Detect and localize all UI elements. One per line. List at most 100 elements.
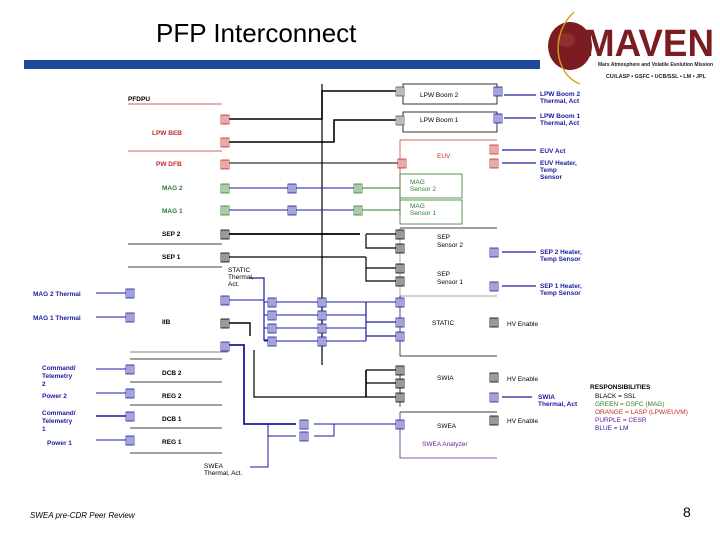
maven-logo: MAVEN Mars Atmosphere and Volatile Evolu… — [548, 11, 714, 85]
connector-icon — [489, 158, 499, 169]
instrument-euv: EUV — [437, 153, 451, 160]
output-sep2-heater: SEP 2 Heater,Temp Sensor — [540, 249, 582, 263]
connector-icon — [489, 281, 499, 292]
instrument-lpw-boom2: LPW Boom 2 — [420, 92, 459, 99]
output-euv-act: EUV Act — [540, 148, 566, 155]
connector-icon — [287, 205, 297, 216]
connector-icon — [220, 183, 230, 194]
connector-icon — [125, 288, 135, 299]
connector-icon — [267, 323, 277, 334]
connector-icon — [489, 144, 499, 155]
left-input-wires — [96, 292, 126, 441]
connector-icon — [220, 114, 230, 125]
board-mag2: MAG 2 — [162, 185, 183, 192]
board-pw-dfb: PW DFB — [156, 161, 182, 168]
board-lpw-beb: LPW BEB — [152, 130, 182, 137]
logo-wordmark: MAVEN — [584, 23, 714, 65]
connector-icon — [489, 372, 499, 383]
board-dcb1: DCB 1 — [162, 416, 182, 423]
orbit-arc-icon — [557, 11, 581, 85]
footer-text: SWEA pre-CDR Peer Review — [30, 511, 135, 520]
input-power-2: Power 2 — [42, 393, 67, 400]
connector-icon — [395, 229, 405, 240]
legend-item-blue: BLUE = LM — [595, 425, 628, 432]
connector-icon — [353, 205, 363, 216]
connector-icon — [299, 419, 309, 430]
connector-icon — [397, 158, 407, 169]
connector-icon — [489, 317, 499, 328]
connector-icon — [125, 388, 135, 399]
legend-item-black: BLACK = SSL — [595, 393, 636, 400]
legend-item-green: GREEN = GSFC (MAG) — [595, 401, 665, 408]
connector-icon — [489, 247, 499, 258]
connector-icon — [220, 252, 230, 263]
connector-icon — [489, 415, 499, 426]
connector-icon — [317, 297, 327, 308]
instrument-swea-analyzer: SWEA Analyzer — [422, 441, 468, 448]
connector-icon — [395, 378, 405, 389]
input-mag2-thermal: MAG 2 Thermal — [33, 291, 81, 298]
page-number: 8 — [683, 504, 691, 520]
board-sep1: SEP 1 — [162, 254, 181, 261]
connector-icon — [395, 331, 405, 342]
output-sep1-heater: SEP 1 Heater,Temp Sensor — [540, 283, 582, 297]
board-iib: IIB — [162, 319, 171, 326]
connector-icon — [395, 115, 405, 126]
output-static-hv-enable: HV Enable — [507, 321, 538, 328]
connector-icon — [125, 435, 135, 446]
instrument-lpw-boom1: LPW Boom 1 — [420, 117, 459, 124]
connector-icon — [317, 323, 327, 334]
output-swea-hv-enable: HV Enable — [507, 418, 538, 425]
connector-icon — [125, 411, 135, 422]
connector-icon — [287, 183, 297, 194]
connector-icon — [125, 312, 135, 323]
board-mag1: MAG 1 — [162, 208, 183, 215]
harness-wires — [130, 90, 400, 468]
connector-icon — [220, 159, 230, 170]
input-mag1-thermal: MAG 1 Thermal — [33, 315, 81, 322]
connector-icon — [267, 310, 277, 321]
connector-icon — [395, 392, 405, 403]
logo-tagline: Mars Atmosphere and Volatile Evolution M… — [598, 62, 713, 68]
connector-icon — [220, 137, 230, 148]
connector-icon — [395, 297, 405, 308]
logo-partners: CU/LASP • GSFC • UCB/SSL • LM • JPL — [606, 74, 706, 80]
right-output-wires — [502, 94, 536, 398]
board-dcb2: DCB 2 — [162, 370, 182, 377]
connector-icon — [267, 297, 277, 308]
connectors — [125, 86, 503, 446]
connector-icon — [299, 431, 309, 442]
connector-icon — [125, 364, 135, 375]
board-reg2: REG 2 — [162, 393, 182, 400]
board-reg1: REG 1 — [162, 439, 182, 446]
legend-heading: RESPONSIBILITIES — [590, 384, 651, 391]
connector-icon — [489, 392, 499, 403]
connector-icon — [220, 318, 230, 329]
connector-icon — [395, 263, 405, 274]
connector-icon — [317, 336, 327, 347]
connector-icon — [395, 365, 405, 376]
connector-icon — [395, 86, 405, 97]
connector-icon — [493, 113, 503, 124]
connector-icon — [395, 419, 405, 430]
responsibilities-legend: RESPONSIBILITIES BLACK = SSL GREEN = GSF… — [590, 384, 688, 432]
board-sep2: SEP 2 — [162, 231, 181, 238]
output-swia-hv-enable: HV Enable — [507, 376, 538, 383]
title-underline-bar — [24, 60, 540, 69]
connector-icon — [493, 86, 503, 97]
connector-icon — [395, 317, 405, 328]
pfdpu-label: PFDPU — [128, 96, 150, 103]
